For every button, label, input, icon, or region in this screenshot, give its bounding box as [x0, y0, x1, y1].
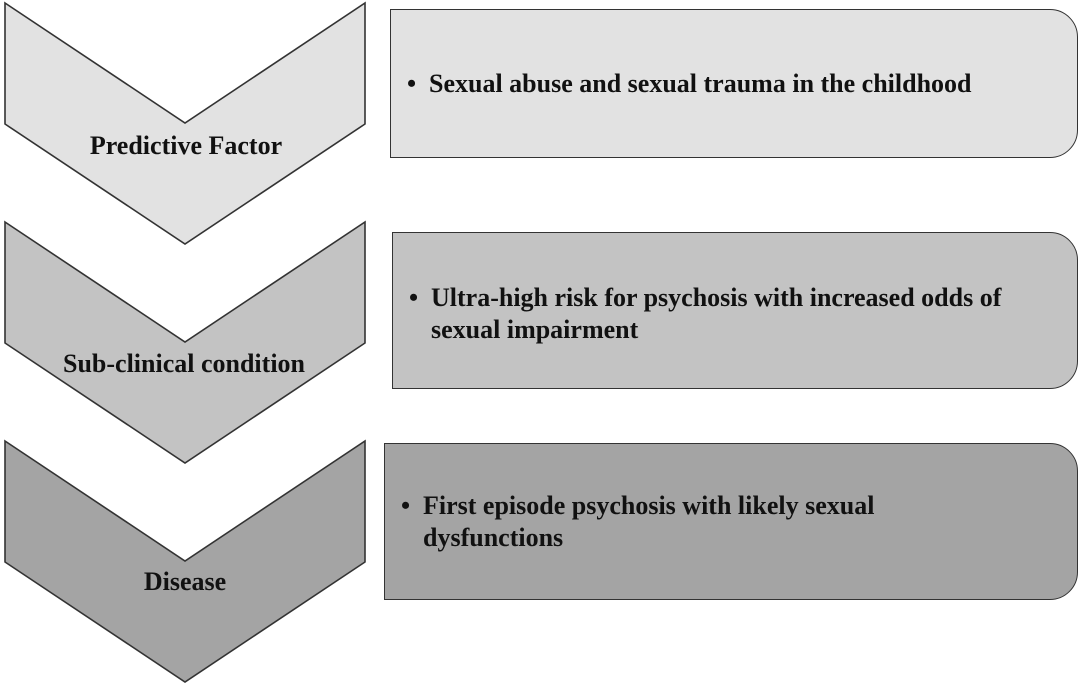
description-predictive-factor: Sexual abuse and sexual trauma in the ch…: [429, 69, 972, 98]
description-text-predictive-factor: • Sexual abuse and sexual trauma in the c…: [407, 68, 1061, 100]
bullet-icon: •: [401, 491, 411, 520]
description-text-disease: • First episode psychosis with likely sex…: [401, 490, 937, 554]
description-box-sub-clinical-condition: • Ultra-high risk for psychosis with incr…: [392, 232, 1078, 389]
description-text-sub-clinical-condition: • Ultra-high risk for psychosis with incr…: [409, 282, 1061, 346]
chevron-sub-clinical-condition: [4, 220, 366, 464]
description-disease: First episode psychosis with likely sexu…: [423, 491, 875, 552]
description-box-predictive-factor: • Sexual abuse and sexual trauma in the c…: [390, 9, 1078, 158]
description-box-disease: • First episode psychosis with likely sex…: [384, 443, 1078, 600]
bullet-icon: •: [407, 69, 417, 98]
chevron-label-disease: Disease: [144, 567, 226, 596]
description-sub-clinical-condition: Ultra-high risk for psychosis with incre…: [431, 283, 1002, 344]
chevron-label-predictive-factor: Predictive Factor: [90, 131, 282, 160]
chevron-label-sub-clinical-condition: Sub-clinical condition: [63, 349, 306, 378]
chevron-predictive-factor: [4, 1, 366, 245]
chevron-disease: [4, 439, 366, 683]
bullet-icon: •: [409, 283, 419, 312]
